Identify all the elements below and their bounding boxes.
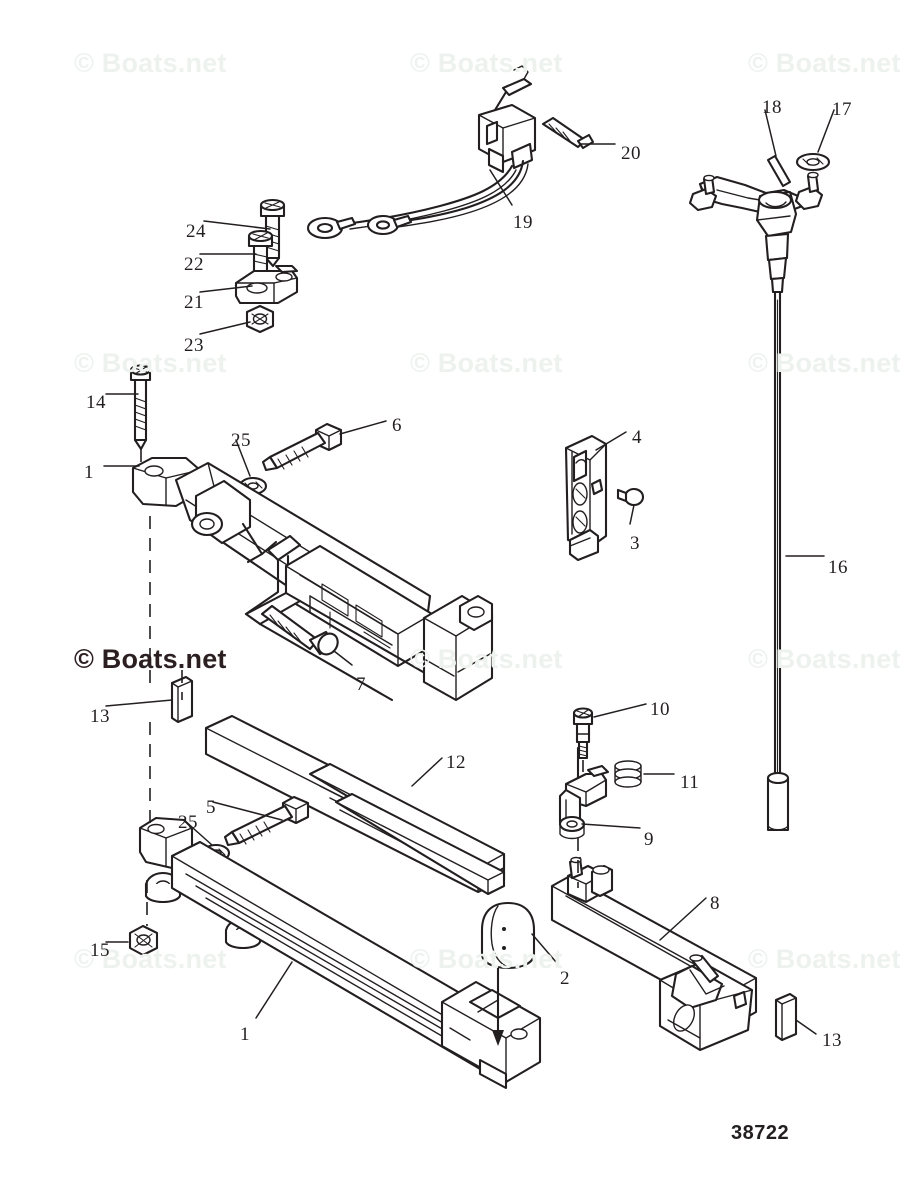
leader-lines bbox=[103, 109, 835, 1035]
callout-lower-swivel-arm: 1 bbox=[240, 1024, 250, 1045]
callout-hex-nut: 23 bbox=[184, 335, 204, 356]
part-1-upper-swivel-arm bbox=[131, 456, 494, 702]
callout-shoulder-stud: 10 bbox=[650, 699, 670, 720]
part-2-bumper-pad bbox=[480, 901, 536, 1046]
part-7-shoulder-screw bbox=[260, 604, 339, 656]
callout-short-screw: 22 bbox=[184, 254, 204, 275]
part-10-shoulder-stud bbox=[572, 707, 594, 760]
callout-flat-washer-upper: 25 bbox=[231, 430, 251, 451]
part-13-wear-pad-lower bbox=[774, 992, 798, 1042]
callout-washer: 17 bbox=[832, 99, 852, 120]
part-1-lower-swivel-arm bbox=[138, 816, 542, 1090]
part-6-hex-bolt-upper bbox=[261, 422, 343, 472]
callout-hex-bolt-upper: 6 bbox=[392, 415, 402, 436]
drawing-number: 38722 bbox=[731, 1122, 790, 1144]
part-11-coil-spring bbox=[614, 760, 642, 788]
callout-switch-screw: 20 bbox=[621, 143, 641, 164]
callout-shoulder-screw: 7 bbox=[356, 674, 366, 695]
callout-pan-head-screw: 24 bbox=[186, 221, 206, 242]
part-23-hex-nut bbox=[245, 304, 275, 334]
callout-slotted-cover-plate: 4 bbox=[632, 427, 642, 448]
callout-wear-pad-upper: 13 bbox=[90, 706, 110, 727]
callout-locknut: 15 bbox=[90, 940, 110, 961]
callout-lower-support-bracket: 8 bbox=[710, 893, 720, 914]
callout-upper-swivel-arm: 1 bbox=[84, 462, 94, 483]
callout-detent-lever: 9 bbox=[644, 829, 654, 850]
callout-coil-spring: 11 bbox=[680, 772, 700, 793]
callout-hex-bolt-lower: 5 bbox=[206, 797, 216, 818]
callout-flat-washer-lower: 25 bbox=[178, 812, 198, 833]
part-12-slide-rail bbox=[204, 714, 506, 896]
callout-roll-pin: 18 bbox=[762, 97, 782, 118]
callout-pin-rivet: 3 bbox=[630, 533, 640, 554]
part-4-slotted-cover-plate bbox=[564, 434, 608, 562]
callout-slide-rail: 12 bbox=[446, 752, 466, 773]
part-17-washer bbox=[795, 152, 831, 172]
callout-clamp-block: 21 bbox=[184, 292, 204, 313]
part-15-locknut bbox=[128, 924, 159, 957]
part-22-short-screw bbox=[247, 229, 274, 274]
callout-switch-harness: 19 bbox=[513, 212, 533, 233]
part-5-hex-bolt-lower bbox=[223, 795, 310, 847]
part-19-switch-harness bbox=[306, 65, 537, 240]
callout-wear-pad-lower: 13 bbox=[822, 1030, 842, 1051]
callout-steering-rod: 16 bbox=[828, 557, 848, 578]
part-8-lower-support-bracket bbox=[550, 856, 758, 1052]
assembly-centerlines bbox=[140, 449, 584, 926]
part-9-detent-lever bbox=[558, 746, 610, 840]
part-14-long-bolt bbox=[129, 364, 152, 451]
callout-long-bolt: 14 bbox=[86, 392, 106, 413]
part-16-steering-rod-handle bbox=[688, 171, 824, 832]
part-18-roll-pin bbox=[766, 154, 792, 188]
part-21-clamp-block bbox=[234, 264, 299, 305]
callout-bumper-pad: 2 bbox=[560, 968, 570, 989]
part-3-pin-rivet bbox=[616, 487, 645, 507]
